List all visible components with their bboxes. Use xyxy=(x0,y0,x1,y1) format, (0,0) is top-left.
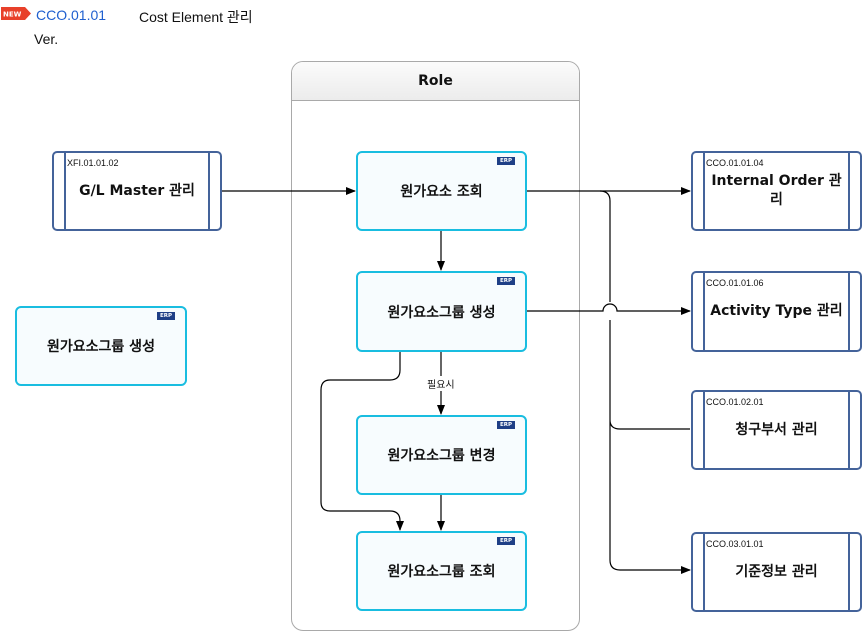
process-code: XFI.01.01.02 xyxy=(67,158,119,168)
step-standalone-group-create[interactable]: ERP 원가요소그룹 생성 xyxy=(15,306,187,386)
step-group-change[interactable]: ERP 원가요소그룹 변경 xyxy=(356,415,527,495)
process-label: 기준정보 관리 xyxy=(735,563,818,580)
condition-label: 필요시 xyxy=(425,376,457,391)
version-label: Ver. xyxy=(34,31,59,47)
connector-group-to-query-bypass xyxy=(320,352,404,531)
step-group-query[interactable]: ERP 원가요소그룹 조회 xyxy=(356,531,527,611)
step-label: 원가요소그룹 생성 xyxy=(387,304,496,321)
process-code: CCO.01.02.01 xyxy=(706,397,764,407)
process-internal-order[interactable]: CCO.01.01.04 Internal Order 관 리 xyxy=(691,151,862,231)
connector-group-to-activity-type xyxy=(527,303,691,315)
header-code-link[interactable]: CCO.01.01 xyxy=(36,7,107,23)
process-gl-master[interactable]: XFI.01.01.02 G/L Master 관리 xyxy=(52,151,222,231)
role-title: Role xyxy=(292,62,579,101)
process-master-info[interactable]: CCO.03.01.01 기준정보 관리 xyxy=(691,532,862,612)
process-code: CCO.03.01.01 xyxy=(706,539,764,549)
step-label: 원가요소그룹 변경 xyxy=(387,448,496,464)
process-label: 청구부서 관리 xyxy=(735,421,818,438)
process-billing-dept[interactable]: CCO.01.02.01 청구부서 관리 xyxy=(691,390,862,470)
process-label: G/L Master 관리 xyxy=(79,182,195,199)
erp-badge: ERP xyxy=(496,537,515,545)
step-element-query[interactable]: ERP 원가요소 조회 xyxy=(356,151,527,231)
erp-badge: ERP xyxy=(496,157,515,165)
page-title: Cost Element 관리 xyxy=(139,9,253,25)
step-label: 원가요소 조회 xyxy=(400,184,483,200)
step-label: 원가요소그룹 조회 xyxy=(387,564,496,580)
svg-text:NEW: NEW xyxy=(3,11,22,19)
erp-badge: ERP xyxy=(156,312,175,320)
erp-badge: ERP xyxy=(496,421,515,429)
process-activity-type[interactable]: CCO.01.01.06 Activity Type 관리 xyxy=(691,271,862,352)
erp-badge: ERP xyxy=(496,277,515,285)
connector-bus xyxy=(599,190,690,570)
step-label: 원가요소그룹 생성 xyxy=(47,339,155,355)
new-badge: NEW xyxy=(1,7,31,20)
process-code: CCO.01.01.04 xyxy=(706,158,764,168)
process-label: Internal Order 관 리 xyxy=(711,173,842,208)
process-label: Activity Type 관리 xyxy=(710,303,843,319)
process-code: CCO.01.01.06 xyxy=(706,278,764,288)
step-group-create[interactable]: ERP 원가요소그룹 생성 xyxy=(356,271,527,352)
